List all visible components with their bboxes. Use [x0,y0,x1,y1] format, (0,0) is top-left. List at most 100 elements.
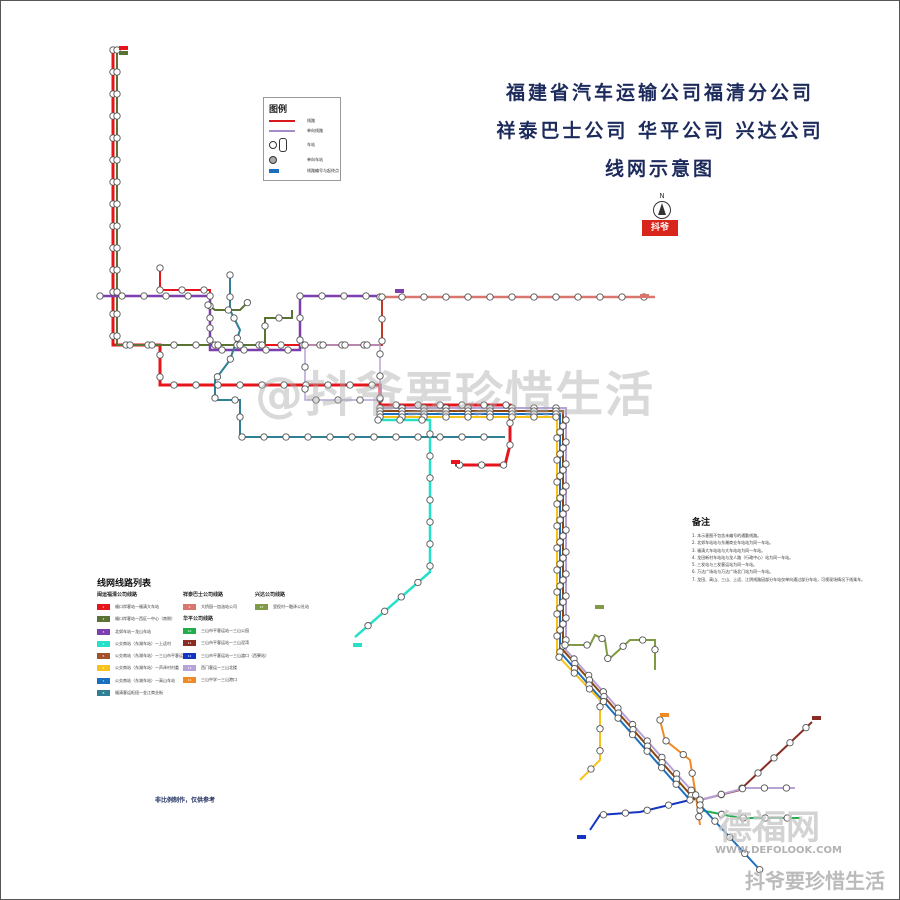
legend-item-badge: 线路编号与起终点 [269,168,339,174]
station-marker [562,438,570,446]
terminal-badge-line-11 [812,716,821,720]
station-marker [553,478,561,486]
station-marker [760,784,769,792]
station-marker [113,68,121,76]
trunk-bundle [380,407,701,801]
title-line-3: 线网示意图 [604,158,715,180]
station-icon [269,141,277,149]
station-marker [552,293,560,301]
station-marker [562,570,570,578]
station-marker [559,532,567,540]
station-marker [559,444,567,452]
legend-box: 图例 线路 单向线路 车站 单向车站 线路编号与起终点 [263,97,341,181]
station-marker [506,441,514,449]
station-marker [226,271,234,279]
station-marker [556,472,564,480]
station-marker [376,394,384,402]
station-marker [596,747,604,755]
station-marker [562,482,570,490]
station-marker [170,381,178,389]
station-marker [184,292,192,300]
station-marker [556,450,564,458]
station-marker [480,433,488,441]
station-marker [398,293,406,301]
station-marker [324,381,332,389]
station-marker [436,401,444,409]
station-marker [562,460,570,468]
station-marker [113,112,121,120]
station-marker [562,416,570,424]
station-marker [508,413,516,421]
station-marker [113,90,121,98]
station-marker [206,336,214,344]
station-marker [213,373,222,381]
station-marker [656,716,664,724]
station-marker [480,401,488,409]
station-marker [679,750,687,759]
station-marker [261,322,269,330]
station-marker [414,401,422,409]
station-marker [756,866,764,874]
station-marker [284,346,292,354]
station-marker [596,725,604,733]
station-marker [583,641,591,649]
route-badge-icon [269,169,279,173]
station-marker [556,604,564,612]
station-marker [192,381,200,389]
station-marker [553,588,561,596]
station-marker [362,292,370,300]
station-marker [596,703,604,711]
station-marker [426,474,434,482]
station-marker [140,292,148,300]
station-marker [126,341,134,349]
station-marker [296,314,304,322]
station-marker [559,422,567,430]
station-marker [96,292,104,300]
author-seal: 抖爷 [642,220,678,236]
legend-title: 图例 [269,105,288,115]
station-marker [574,293,582,301]
station-marker [559,554,567,562]
line-3-purple [100,294,380,352]
station-marker [717,810,726,818]
station-marker [260,433,268,441]
station-marker [556,428,564,436]
station-marker [376,350,384,358]
station-marker [628,730,637,739]
legend-item-line: 线路 [269,118,315,124]
station-marker [738,785,747,793]
legend-item-oneway-line: 单向线路 [269,128,323,134]
terminal-badge-line-4 [353,643,362,647]
station-marker [392,401,400,409]
line-4-cyan [354,418,432,638]
station-marker [672,780,680,788]
station-marker [312,396,320,404]
station-marker [556,494,564,502]
station-marker [376,372,384,380]
station-marker [562,504,570,512]
station-marker [464,293,472,301]
station-marker [556,538,564,546]
station-marker [233,334,241,342]
station-marker [604,654,612,663]
station-marker [236,341,244,349]
terminal-badge-line-1b [451,460,460,464]
note-item: 4. 龙田新村车站站与龙人路（行政中心）站为同一车站。 [692,554,794,560]
station-marker [296,336,304,344]
station-marker [686,796,694,804]
station-marker [426,430,434,438]
station-marker [726,833,734,841]
station-marker [318,292,326,300]
station-marker [643,747,651,755]
station-marker [552,413,560,421]
oneway-line-swatch-icon [269,130,295,132]
station-marker [162,292,170,300]
station-marker [651,646,659,654]
one-way-loop [304,344,381,401]
station-marker [619,642,627,650]
station-marker [553,566,561,574]
title-line-1: 福建省汽车运输公司福清分公司 [505,82,814,104]
station-marker [587,765,595,773]
station-marker [562,614,570,622]
station-marker [599,697,608,706]
